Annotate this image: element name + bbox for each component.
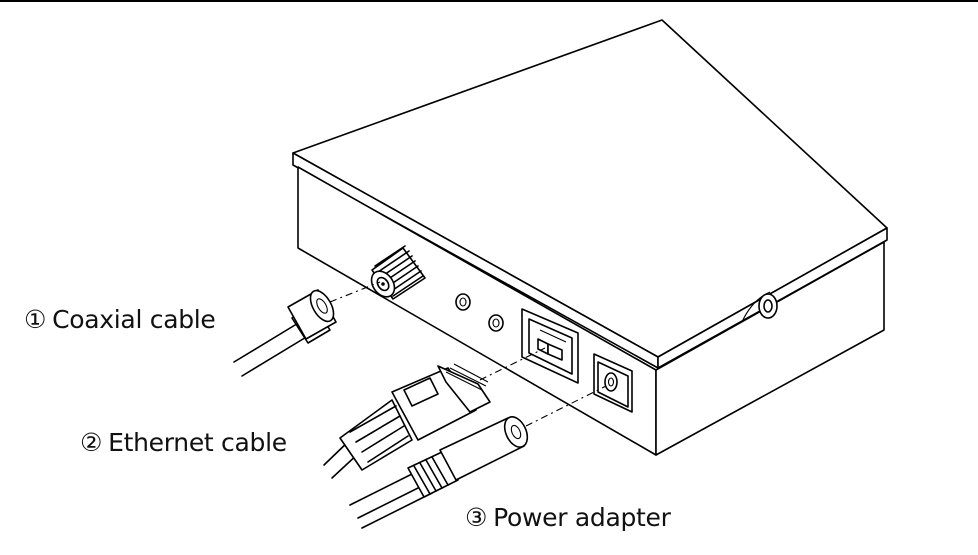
label-power-number: ③: [465, 503, 488, 532]
label-coaxial-number: ①: [24, 305, 47, 334]
top-rule: [0, 0, 978, 2]
device-box: [292, 19, 888, 456]
label-coaxial-text: Coaxial cable: [52, 305, 216, 334]
label-ethernet-text: Ethernet cable: [108, 428, 287, 457]
power-cable: [349, 385, 607, 529]
coax-connector: [370, 245, 426, 300]
label-ethernet-number: ②: [80, 428, 103, 457]
ethernet-cable: [323, 347, 546, 479]
label-power-text: Power adapter: [493, 503, 671, 532]
coax-cable: [233, 281, 381, 377]
